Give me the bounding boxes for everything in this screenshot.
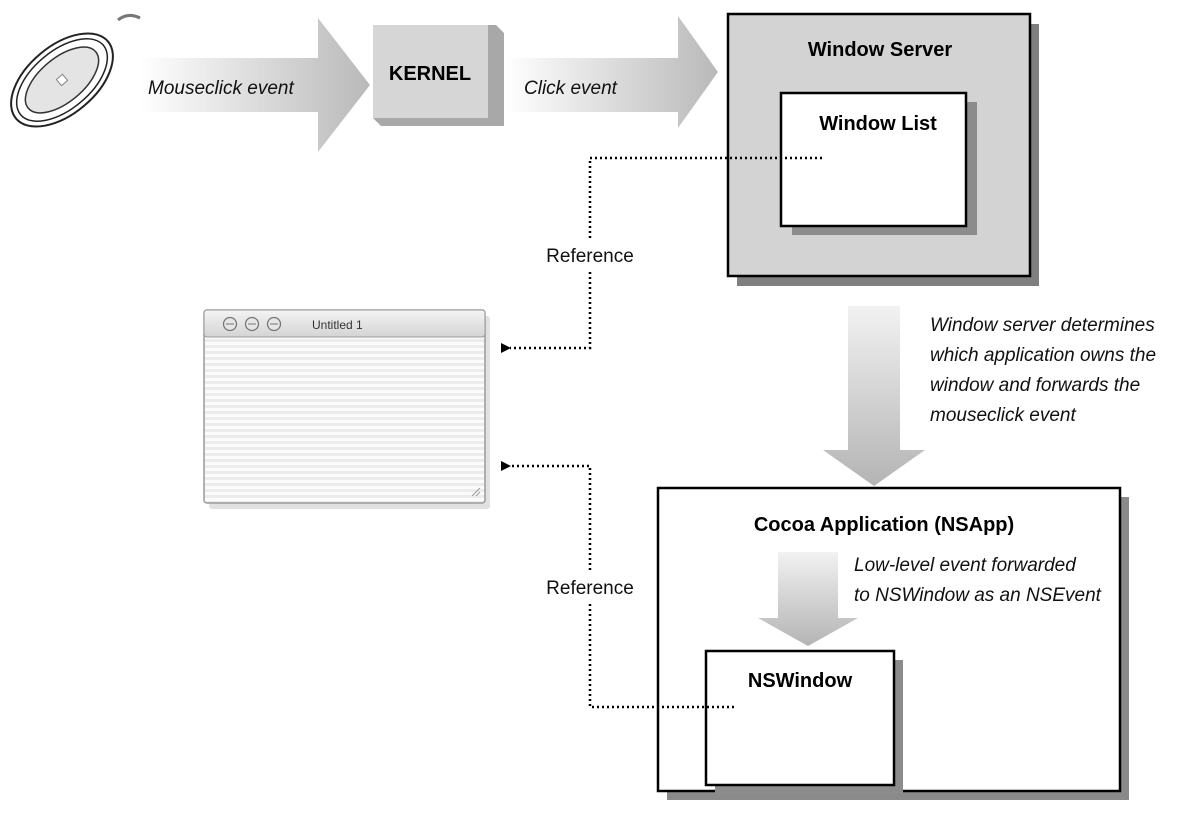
cocoa-application-box: Cocoa Application (NSApp) Low-level even…: [656, 486, 1129, 800]
mouseclick-event-arrow: Mouseclick event: [140, 18, 370, 152]
kernel-label: KERNEL: [389, 63, 471, 85]
reference-top-label: Reference: [546, 246, 634, 267]
untitled-window-title: Untitled 1: [312, 318, 363, 332]
nswindow-title: NSWindow: [748, 670, 853, 692]
nswindow-box: NSWindow: [704, 649, 903, 794]
cocoa-note-line-1: Low-level event forwarded: [854, 555, 1077, 576]
kernel-box: KERNEL: [373, 25, 504, 126]
cocoa-application-title: Cocoa Application (NSApp): [754, 514, 1014, 536]
window-list-title: Window List: [819, 113, 937, 135]
cocoa-note-line-2: to NSWindow as an NSEvent: [854, 585, 1102, 606]
click-event-arrow: Click event: [505, 16, 718, 128]
forward-note-line-1: Window server determines: [930, 315, 1155, 336]
window-server-box: Window Server Window List: [726, 12, 1039, 286]
forward-note-line-3: window and forwards the: [930, 375, 1140, 396]
window-list-box: Window List: [779, 91, 977, 235]
forward-note-line-2: which application owns the: [930, 345, 1156, 366]
nsevent-arrow: [758, 552, 858, 646]
window-server-title: Window Server: [808, 39, 953, 61]
mouse-icon: [10, 13, 141, 128]
mac-window-icon: Untitled 1: [203, 309, 490, 509]
reference-connector-bottom: Reference: [501, 461, 734, 709]
click-event-label: Click event: [524, 78, 618, 99]
forward-event-arrow: [823, 306, 925, 486]
mouseclick-event-label: Mouseclick event: [148, 78, 294, 99]
reference-bottom-label: Reference: [546, 578, 634, 599]
forward-note-line-4: mouseclick event: [930, 405, 1076, 426]
reference-connector-top: Reference: [501, 156, 822, 353]
forward-note: Window server determines which applicati…: [930, 315, 1156, 426]
